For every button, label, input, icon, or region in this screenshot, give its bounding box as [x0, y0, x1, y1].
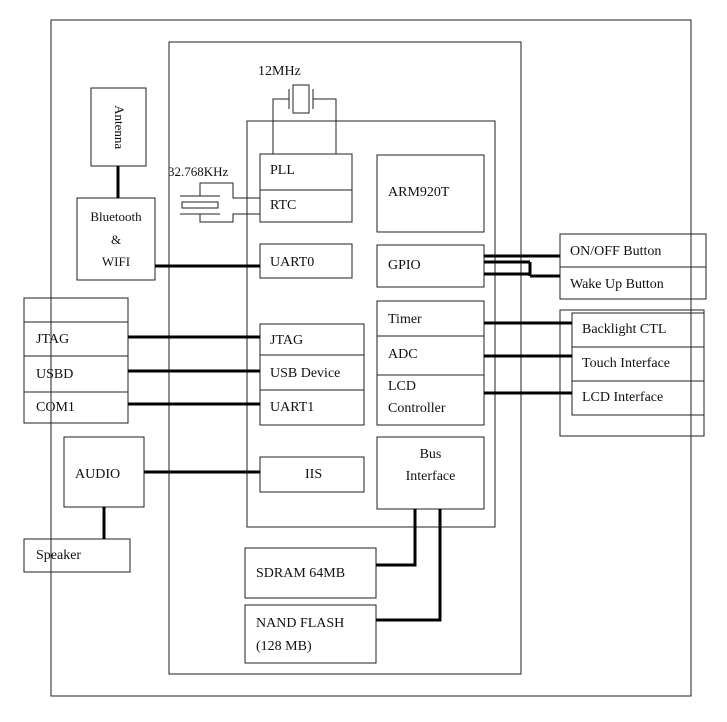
bus-label: Bus — [419, 447, 442, 462]
crystal-12mhz-icon — [292, 84, 310, 114]
pll-label: PLL — [270, 163, 295, 178]
rtc-label: RTC — [270, 198, 297, 213]
bus-interface-box — [376, 436, 485, 510]
board-outline — [50, 19, 692, 697]
backlight-label: Backlight CTL — [582, 322, 667, 337]
lcd-interface-box — [571, 380, 705, 416]
bluetooth-wifi-box — [76, 197, 156, 281]
com1-port-box — [23, 391, 129, 424]
timer-label: Timer — [388, 312, 422, 327]
jtag-port-label: JTAG — [36, 332, 70, 347]
gpio-label: GPIO — [388, 258, 421, 273]
crystal-32khz-label: 32.768KHz — [168, 164, 229, 179]
lcd-interface-label: LCD Interface — [582, 390, 664, 405]
wakeup-button-label: Wake Up Button — [570, 277, 664, 292]
nand-size-label: (128 MB) — [256, 639, 312, 654]
usbd-port-label: USBD — [36, 367, 74, 382]
wifi-label: WIFI — [101, 254, 131, 269]
touch-label: Touch Interface — [582, 356, 671, 371]
bluetooth-amp-label: & — [110, 232, 122, 247]
onoff-button-label: ON/OFF Button — [570, 244, 662, 259]
soc-outline — [168, 41, 522, 675]
bluetooth-label: Bluetooth — [90, 209, 142, 224]
sdram-box — [244, 547, 377, 599]
uart0-box — [259, 243, 353, 279]
arm920t-label: ARM920T — [388, 185, 450, 200]
com1-port-label: COM1 — [36, 400, 75, 415]
audio-label: AUDIO — [75, 467, 121, 482]
usb-device-label: USB Device — [270, 366, 341, 381]
iis-label: IIS — [305, 467, 323, 482]
jtag-label: JTAG — [270, 333, 304, 348]
crystal-32khz-icon — [181, 201, 219, 209]
timer-adc-lcd-box — [376, 300, 485, 426]
speaker-box — [23, 538, 131, 573]
pll-rtc-box — [259, 153, 353, 223]
lcd-label: LCD — [388, 379, 416, 394]
gpio-box — [376, 244, 485, 288]
sdram-label: SDRAM 64MB — [256, 566, 346, 581]
nand-box — [244, 604, 377, 664]
uart1-label: UART1 — [270, 400, 315, 415]
jtag-usb-uart1-box — [259, 323, 365, 426]
nand-label: NAND FLASH — [256, 616, 345, 631]
bus-interface-label: Interface — [405, 469, 456, 484]
lcd-controller-label: Controller — [388, 401, 446, 416]
speaker-label: Speaker — [36, 548, 82, 563]
adc-label: ADC — [388, 347, 418, 362]
iis-box — [259, 456, 365, 493]
antenna-label: Antenna — [112, 105, 128, 150]
arm920t-box — [376, 154, 485, 233]
crystal-12mhz-label: 12MHz — [258, 64, 301, 79]
uart0-label: UART0 — [270, 255, 315, 270]
